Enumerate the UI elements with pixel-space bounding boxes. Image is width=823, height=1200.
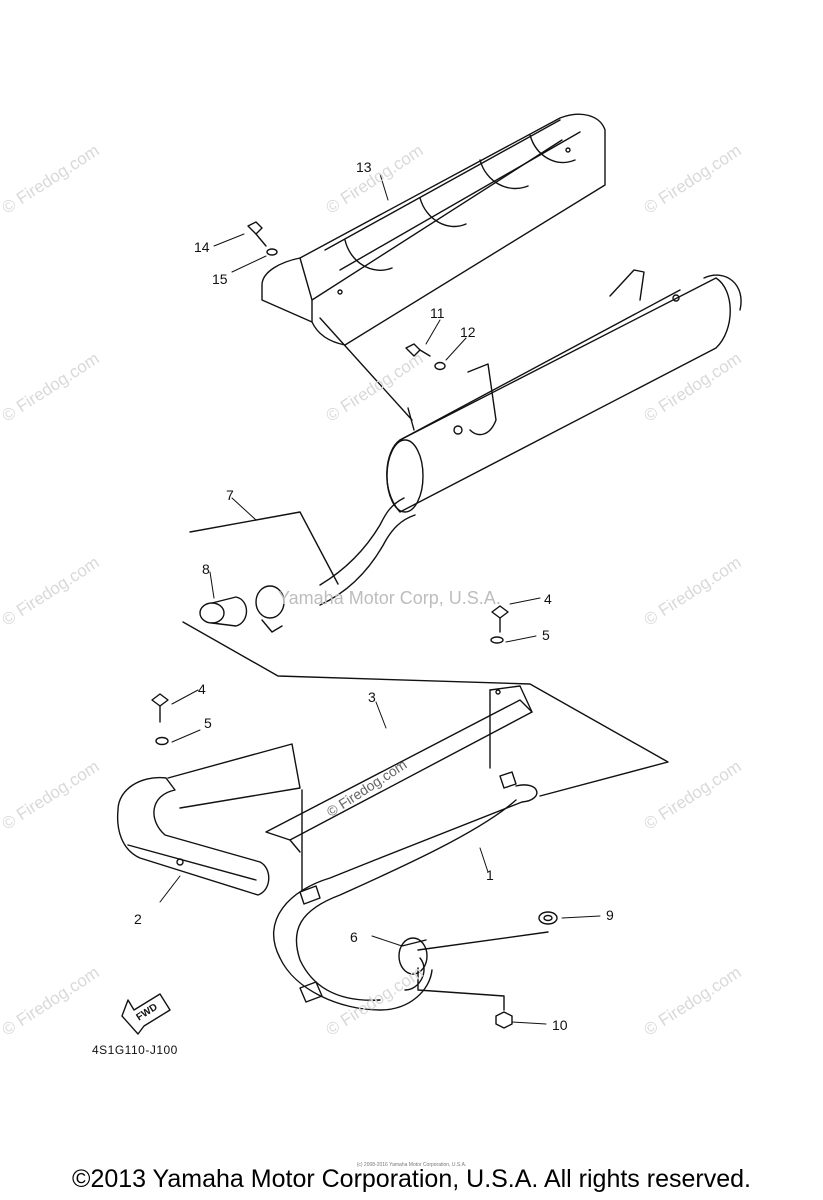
callout-15: 15 [212,271,228,287]
callout-5-left: 5 [204,715,212,731]
protector-2 [116,776,270,896]
callout-9: 9 [606,907,614,923]
callout-4-right: 4 [544,591,552,607]
callout-8: 8 [202,561,210,577]
callout-13: 13 [356,159,372,175]
callout-1: 1 [486,867,494,883]
washer-5-right [490,636,504,644]
callout-12: 12 [460,324,476,340]
nut-10 [495,1011,513,1029]
leader-9-line [417,931,549,951]
leader-7 [189,511,339,585]
bolt-11 [405,343,431,357]
washer-15 [266,248,278,256]
callout-7: 7 [226,487,234,503]
washer-5-left [155,736,169,746]
diagram-code: 4S1G110-J100 [92,1043,178,1057]
leader-10-line [417,967,505,1011]
callout-4-left: 4 [198,681,206,697]
pipe-clamp [255,585,285,633]
bolt-14 [247,221,267,247]
callout-3: 3 [368,689,376,705]
flange-6 [398,937,428,975]
bracket-3 [265,685,533,853]
leader-13 [319,317,413,421]
leader-protector [167,743,301,809]
callout-14: 14 [194,239,210,255]
washer-12 [434,361,446,371]
tiny-copyright: (c) 2008-2016 Yamaha Motor Corporation, … [356,1162,467,1168]
callout-10: 10 [552,1017,568,1033]
gasket-9 [538,911,558,925]
fwd-arrow-icon [121,993,171,1035]
callout-2: 2 [134,911,142,927]
footer-copyright: ©2013 Yamaha Motor Corporation, U.S.A. A… [72,1165,751,1193]
leader-frame [182,621,669,797]
muffler-assembly [319,269,742,606]
gasket-sleeve-8 [199,596,248,627]
heat-protector-part [261,113,606,346]
callout-11: 11 [430,305,445,321]
callout-5-right: 5 [542,627,550,643]
bolt-4-left [151,693,169,723]
callout-6: 6 [350,929,358,945]
bolt-4-right [491,605,509,633]
center-watermark: Yamaha Motor Corp, U.S.A. [278,588,501,608]
exhaust-pipe-1 [273,771,538,1011]
